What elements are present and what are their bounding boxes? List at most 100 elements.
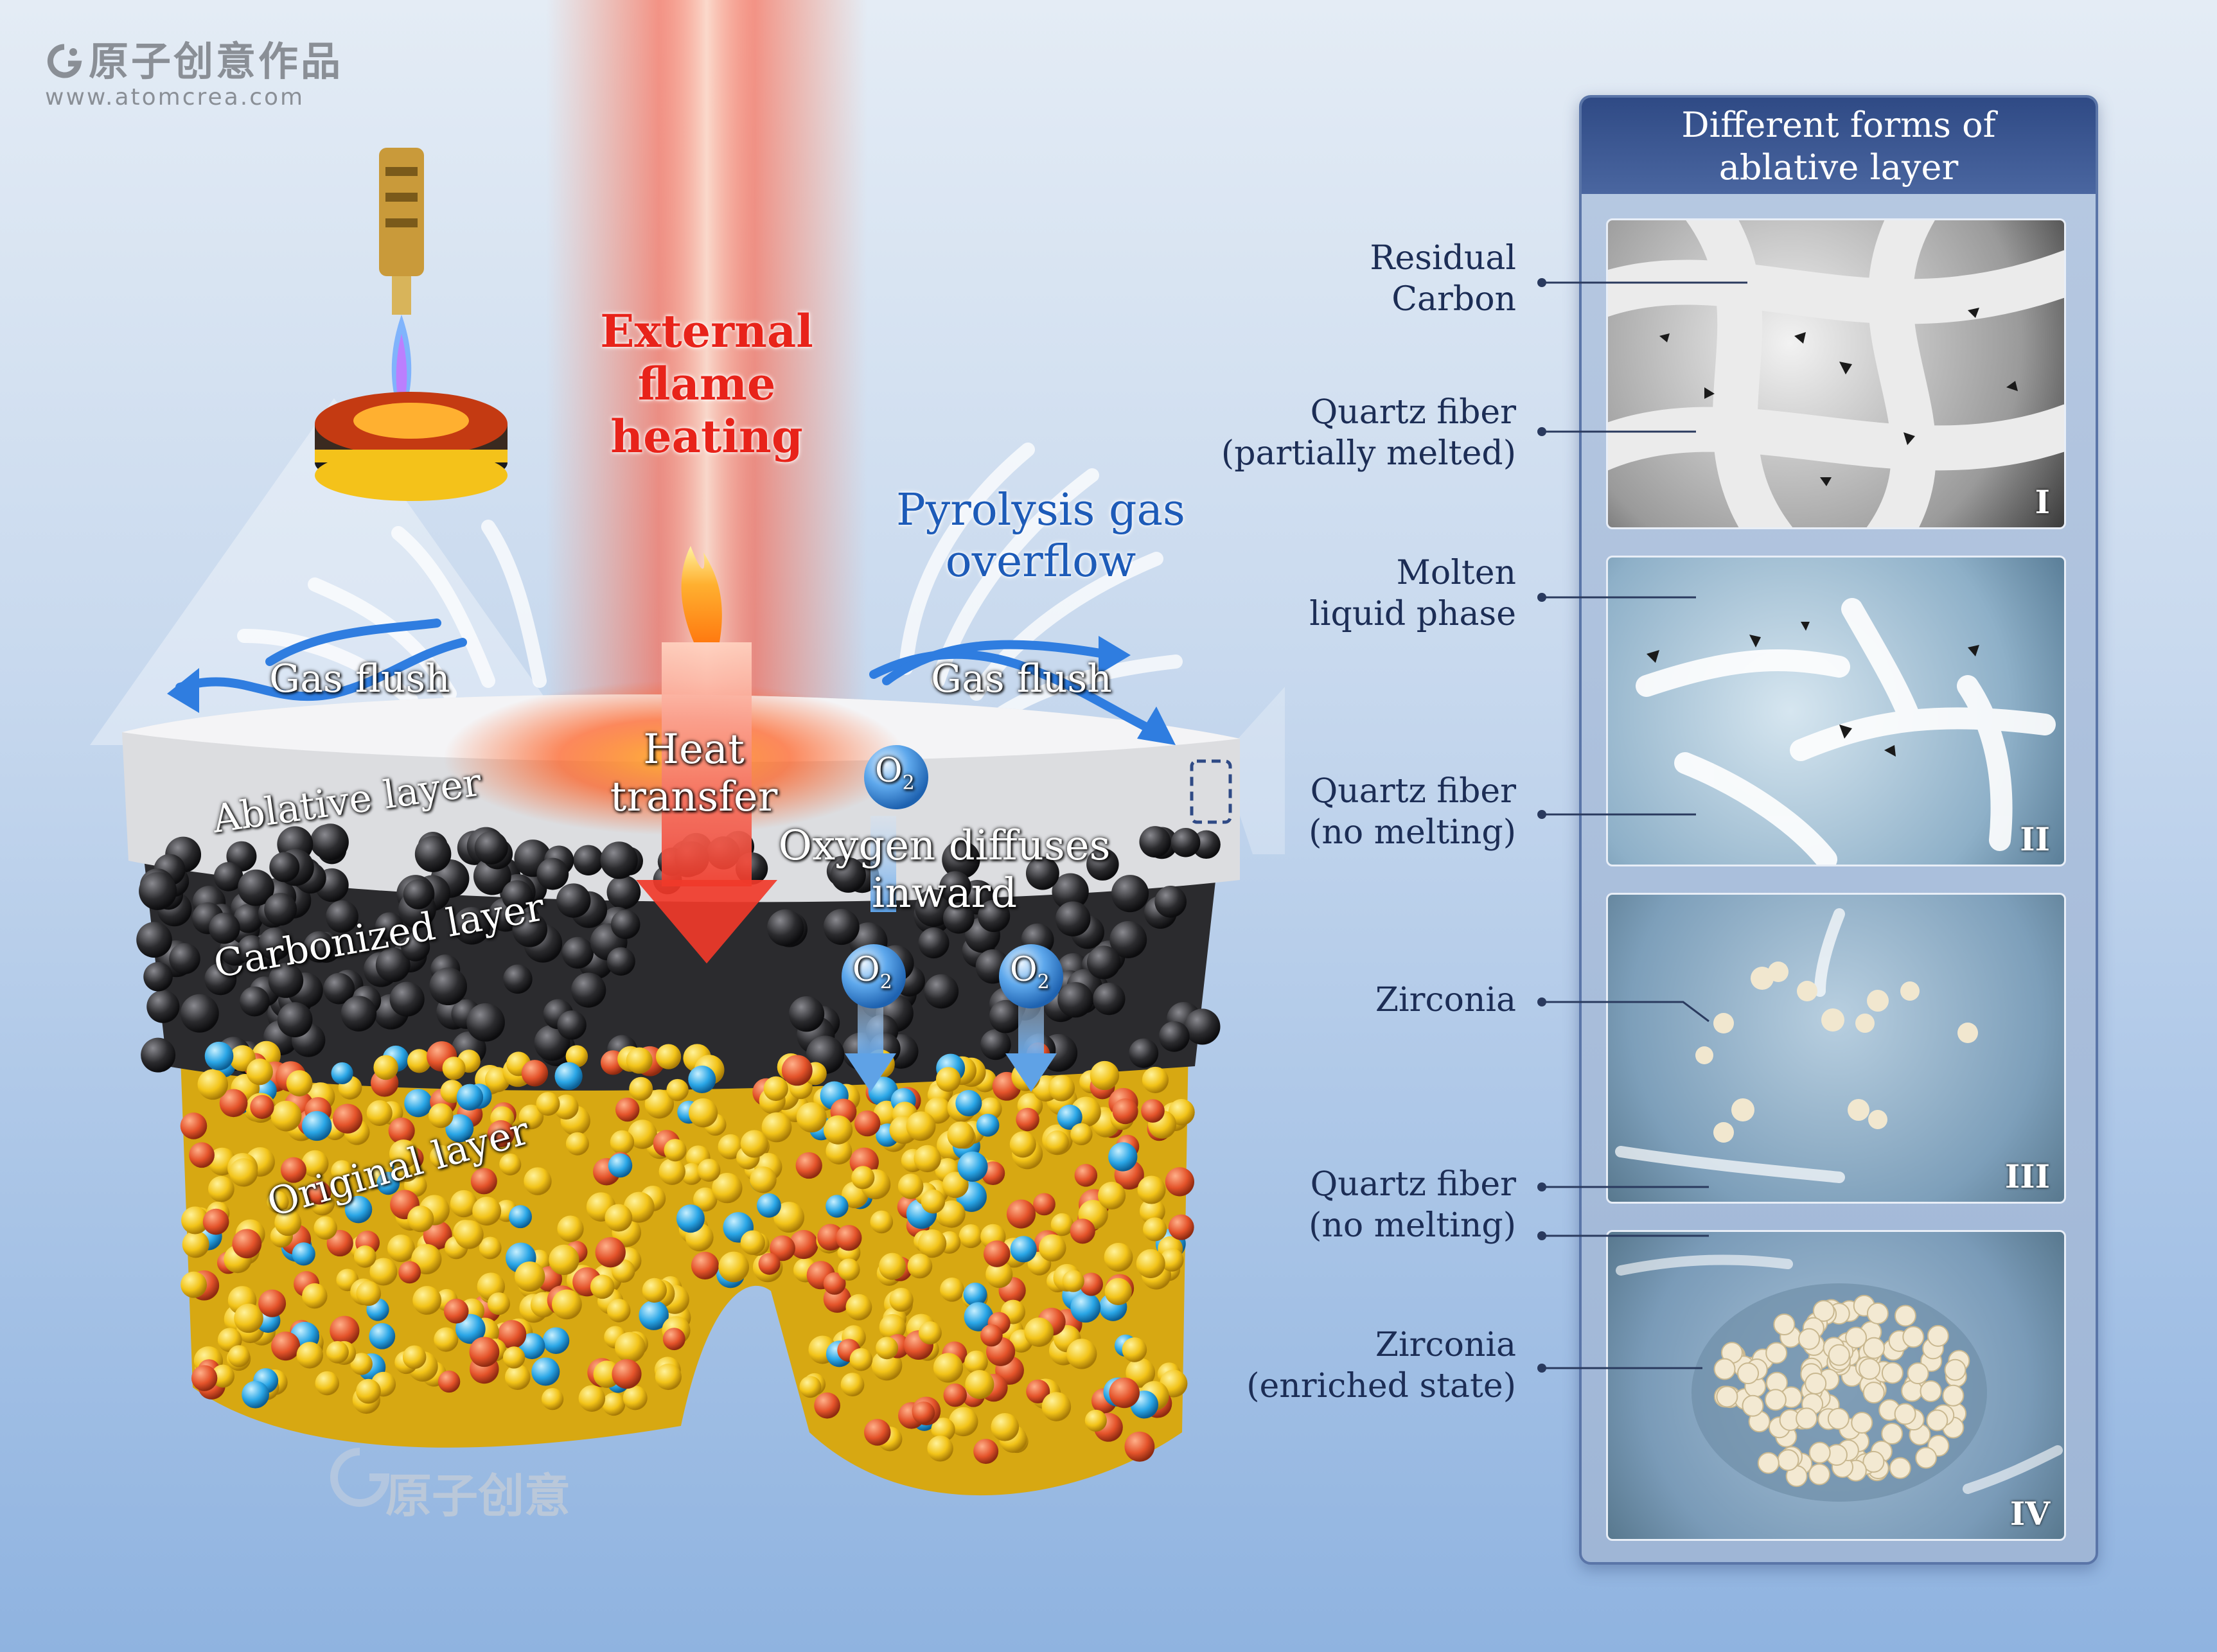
atom-sphere [814, 1392, 840, 1419]
atom-spheres [136, 823, 1221, 1464]
atom-sphere [1124, 1431, 1155, 1462]
zirconia-particle [1894, 1305, 1916, 1327]
zirconia-particles-icon [1615, 908, 1978, 1183]
atom-sphere [180, 994, 219, 1033]
atom-sphere [356, 1378, 381, 1404]
heat-transfer-arrow-icon [636, 546, 777, 963]
atom-sphere [947, 1121, 975, 1149]
atom-sphere [623, 1385, 648, 1410]
atom-sphere [434, 1327, 459, 1352]
atom-sphere [912, 1401, 935, 1425]
atom-sphere [606, 875, 641, 909]
atom-sphere [963, 1282, 987, 1306]
atom-sphere [1098, 1181, 1126, 1209]
zirconia-particle [1773, 1314, 1796, 1336]
tile-roman-1: I [2035, 483, 2050, 521]
atom-sphere [931, 1418, 955, 1442]
atom-sphere [472, 1197, 502, 1226]
atom-sphere [851, 1166, 875, 1190]
atom-sphere [740, 1130, 768, 1158]
atom-sphere [521, 1060, 549, 1087]
atom-sphere [350, 1353, 373, 1375]
atom-sphere [921, 1189, 946, 1214]
atom-sphere [1074, 1164, 1098, 1187]
atom-sphere [644, 1089, 674, 1119]
atom-sphere [389, 981, 425, 1017]
atom-sphere [750, 1166, 777, 1193]
atom-sphere [264, 893, 297, 926]
atom-sphere [795, 1152, 822, 1179]
zirconia-particle [1889, 1457, 1911, 1479]
atom-sphere [933, 1353, 964, 1383]
atom-sphere [296, 1342, 323, 1369]
atom-sphere [836, 1225, 862, 1251]
atom-sphere [1070, 1218, 1095, 1244]
atom-sphere [227, 1345, 251, 1367]
atom-sphere [1093, 982, 1126, 1015]
zirconia-particle [1907, 1362, 1929, 1385]
atom-sphere [938, 1200, 966, 1228]
atom-sphere [429, 1145, 454, 1169]
atom-sphere [823, 909, 860, 945]
atom-sphere [497, 1320, 527, 1349]
tile-roman-3: III [2004, 1157, 2050, 1195]
atom-sphere [271, 1331, 301, 1361]
zirconia-particle [1827, 1407, 1850, 1430]
atom-sphere [258, 927, 292, 961]
atom-sphere [332, 1103, 363, 1134]
atom-sphere [1048, 1075, 1075, 1102]
atom-sphere [610, 1130, 635, 1155]
atom-sphere [136, 922, 172, 958]
atom-sphere [796, 1102, 827, 1133]
atom-sphere [642, 1278, 667, 1303]
zirconia-particle [1944, 1358, 1966, 1381]
atom-sphere [1136, 1249, 1165, 1278]
atom-sphere [387, 1235, 415, 1263]
atom-sphere [1139, 826, 1171, 858]
atom-sphere [1016, 1107, 1039, 1132]
zirconia-particle [1796, 1407, 1818, 1430]
atom-sphere [189, 1142, 215, 1168]
atom-sphere [204, 1041, 234, 1071]
atom-sphere [331, 1160, 353, 1182]
atom-sphere [470, 1168, 497, 1195]
atom-sphere [1122, 1337, 1147, 1362]
atom-sphere [402, 1345, 427, 1369]
atom-sphere [326, 900, 358, 933]
atom-sphere [232, 1229, 262, 1259]
atom-sphere [942, 902, 975, 934]
atom-sphere [143, 962, 173, 992]
atom-sphere [258, 1289, 287, 1317]
atom-sphere [1055, 901, 1091, 936]
atom-sphere [570, 972, 606, 1008]
atom-sphere [1090, 1060, 1120, 1091]
atom-sphere [958, 1224, 983, 1249]
atom-sphere [303, 931, 335, 963]
atom-sphere [181, 1271, 208, 1298]
atom-sphere [666, 1078, 689, 1102]
atom-sphere [1062, 1270, 1084, 1292]
atom-sphere [331, 1062, 353, 1084]
atom-sphere [823, 1115, 853, 1145]
form-tile-3: III [1606, 893, 2066, 1204]
zirconia-particle [1894, 1403, 1916, 1425]
atom-sphere [1143, 1217, 1167, 1242]
atom-sphere [1111, 875, 1149, 913]
atom-sphere [302, 1283, 328, 1309]
atom-sphere [688, 1066, 716, 1094]
quartz-fiber-mesh-icon [1608, 220, 2064, 527]
atom-sphere [219, 1089, 248, 1118]
atom-sphere [688, 1098, 718, 1128]
zoom-marker [1190, 759, 1232, 824]
o2-label: O2 [852, 951, 892, 994]
atom-sphere [662, 1328, 685, 1351]
zirconia-particle [1915, 1446, 1938, 1469]
atom-sphere [204, 963, 237, 996]
atom-sphere [556, 883, 591, 918]
atom-sphere [565, 1132, 589, 1156]
atom-sphere [1052, 873, 1089, 910]
atom-sphere [504, 1364, 531, 1391]
zirconia-particle [1881, 1362, 1903, 1384]
label-quartz-partially-melted: Quartz fiber(partially melted) [1221, 393, 1516, 473]
